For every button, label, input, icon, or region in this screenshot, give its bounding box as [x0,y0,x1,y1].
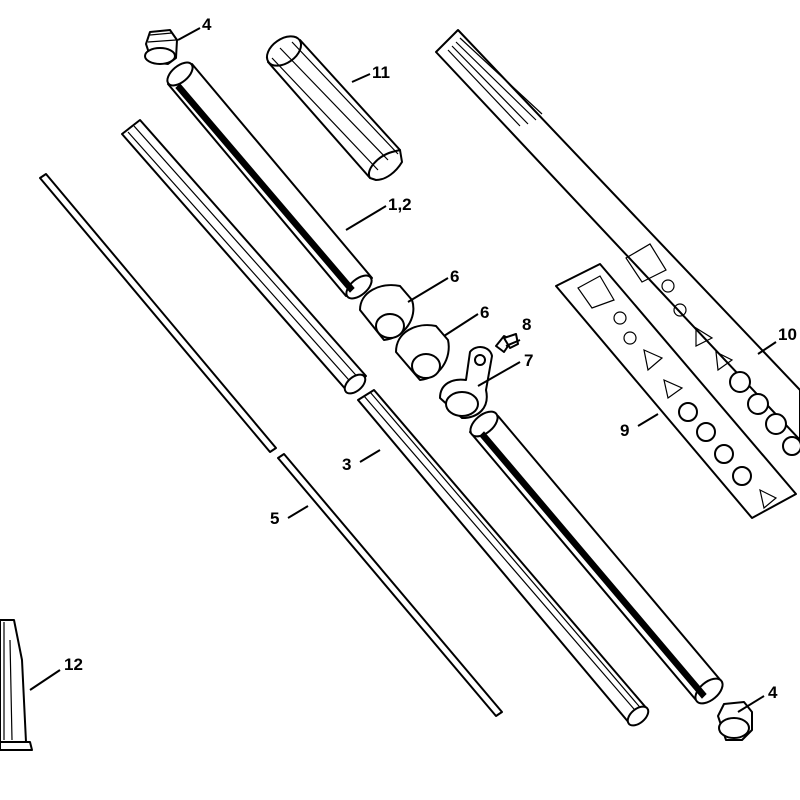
part-6-clamp-a [359,284,415,341]
callout-7: 7 [524,351,533,370]
part-11-grip-sleeve [265,35,403,181]
part-6-clamp-b [395,324,450,381]
callout-1-2: 1,2 [388,195,412,214]
callout-4-top: 4 [202,15,212,34]
lower-tube [469,410,724,705]
callout-10: 10 [778,325,797,344]
part-4-top-end-cap [144,29,178,65]
part-5-flex-shaft [39,173,503,717]
leader-lines [29,27,777,713]
part-7-bracket [439,346,493,419]
callout-6-a: 6 [450,267,459,286]
part-3-drive-tube [121,119,650,727]
callout-9: 9 [620,421,629,440]
callout-4-bottom: 4 [768,683,778,702]
part-8-screw [495,333,519,353]
callout-6-b: 6 [480,303,489,322]
callout-12: 12 [64,655,83,674]
callout-8: 8 [522,315,531,334]
part-1-2-upper-tube [166,61,373,300]
callout-3: 3 [342,455,351,474]
part-10-label-strip [435,29,800,456]
callout-labels: 4 11 1,2 6 6 8 7 10 9 3 5 12 4 [64,15,797,702]
part-12-sleeve [0,619,33,751]
part-4-bottom-end-cap [717,701,753,741]
part-9-label-set [555,263,797,519]
callout-5: 5 [270,509,279,528]
callout-11: 11 [372,63,390,82]
